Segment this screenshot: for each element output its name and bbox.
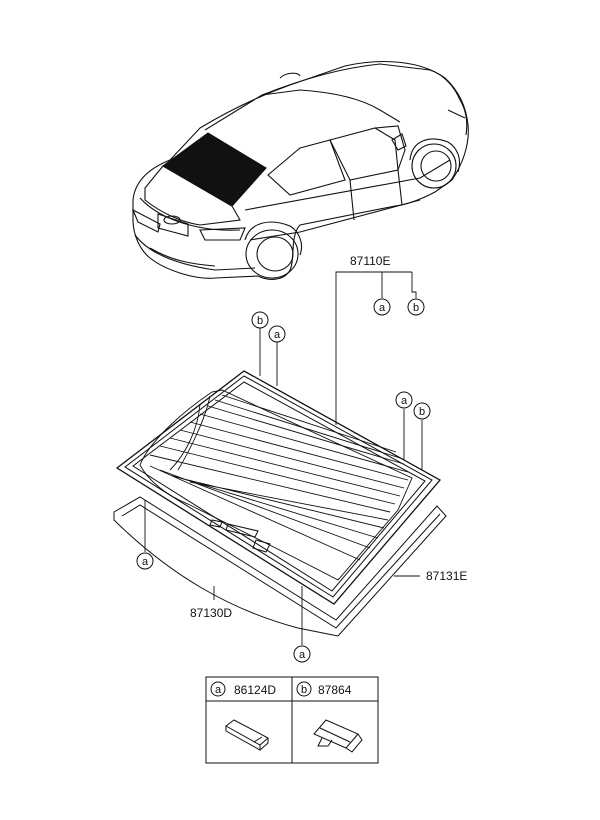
- callout-a-bottom: a: [293, 645, 311, 663]
- svg-text:a: a: [215, 684, 222, 696]
- car-illustration: [131, 60, 469, 280]
- svg-text:b: b: [301, 684, 307, 696]
- defroster-grid: [139, 389, 413, 581]
- svg-text:b: b: [413, 302, 419, 314]
- rear-window-highlight: [161, 132, 267, 207]
- legend-part-b: 87864: [318, 683, 352, 697]
- svg-text:a: a: [274, 329, 281, 341]
- part-label-assembly: 87110E: [350, 254, 390, 268]
- callout-a-top-left: a: [268, 325, 286, 343]
- molding-strip: [113, 496, 447, 637]
- glass-panel-outer: [115, 370, 442, 605]
- callout-b-right: b: [413, 402, 431, 420]
- callout-a-right: a: [395, 391, 413, 409]
- glass-marking: [209, 519, 271, 553]
- callout-a-assembly: a: [373, 298, 391, 316]
- legend-item-b: b 87864: [296, 681, 363, 753]
- part-label-dam: 87131E: [426, 569, 467, 583]
- svg-text:b: b: [419, 406, 425, 418]
- legend-table: [205, 676, 379, 764]
- legend-item-a: a 86124D: [210, 681, 276, 751]
- callout-a-lower-left: a: [136, 552, 154, 570]
- svg-text:a: a: [299, 649, 306, 661]
- legend-part-a: 86124D: [234, 683, 276, 697]
- svg-text:b: b: [257, 315, 263, 327]
- svg-text:a: a: [379, 302, 386, 314]
- molding-clip-icon: [313, 719, 363, 753]
- leader-lines: [144, 271, 423, 645]
- svg-text:a: a: [401, 395, 408, 407]
- svg-text:a: a: [142, 556, 149, 568]
- part-label-glass: 87130D: [190, 606, 232, 620]
- callout-b-assembly: b: [407, 298, 425, 316]
- callout-b-top-left: b: [251, 311, 269, 329]
- fastener-clip-icon: [225, 719, 269, 751]
